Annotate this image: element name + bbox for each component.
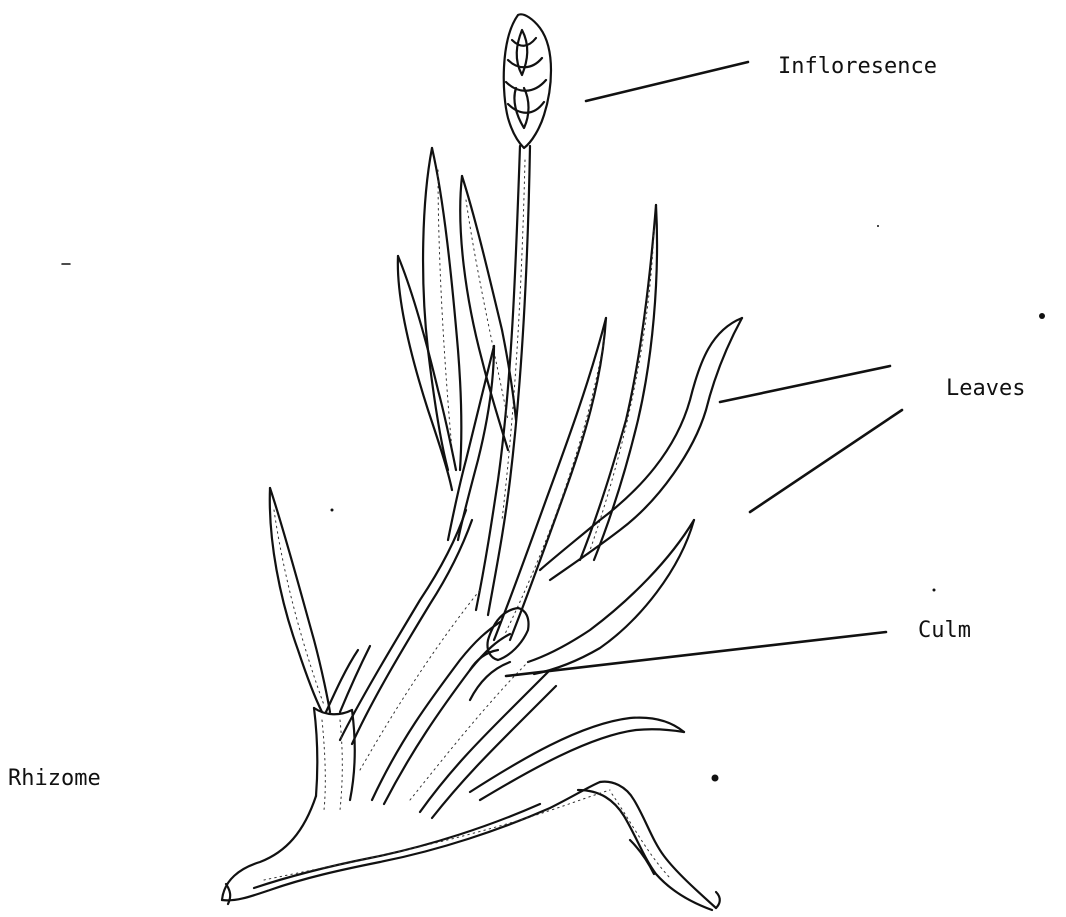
label-culm: Culm (918, 618, 971, 643)
culm-bundle (340, 510, 556, 818)
label-leaves: Leaves (946, 376, 1025, 401)
leaf-tall-left (423, 148, 461, 470)
flowering-stem (476, 146, 530, 615)
scan-specks (62, 225, 1045, 782)
leader-leaves-upper (720, 366, 890, 402)
plant-illustration (222, 14, 742, 910)
inflorescence-spike (504, 14, 551, 148)
leader-leaves-lower (750, 410, 902, 512)
label-inflorescence: Infloresence (778, 54, 937, 79)
label-rhizome: Rhizome (8, 766, 101, 791)
rhizome-stem (222, 782, 720, 910)
leaf-far-left (270, 488, 330, 712)
leaf-center-short (448, 346, 494, 540)
leaf-lower-horizontal (470, 718, 684, 800)
leader-culm (506, 632, 886, 676)
leaf-right-curved (540, 318, 742, 580)
leader-lines (506, 62, 902, 676)
leaf-mid-left (398, 256, 456, 490)
leaf-lower-right (528, 520, 694, 674)
leader-inflorescence (586, 62, 748, 101)
